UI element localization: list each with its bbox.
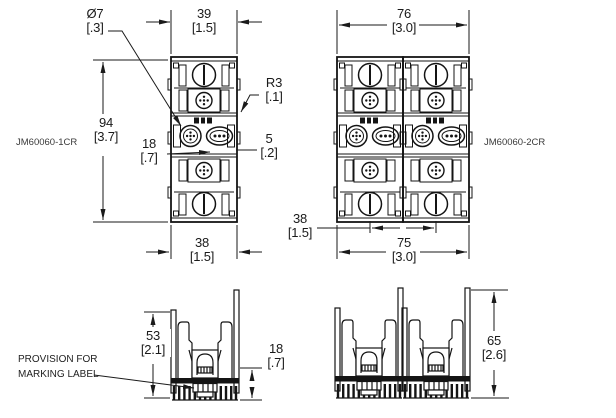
dim-v4-overall-height-label: 65 [2.6] (476, 334, 512, 362)
marking-label-note: PROVISION FOR MARKING LABEL (18, 354, 99, 380)
dimline-v3-base-height (240, 367, 262, 401)
leader-v1-hole-diameter (108, 30, 182, 127)
dim-v2-pole-spacing-label: 38 [1.5] (287, 211, 313, 240)
side-view-2pole (333, 286, 472, 400)
dimline-v2-pole-spacing (317, 221, 437, 233)
dimline-v2-bottom-width (336, 225, 470, 259)
part-label-1pole: JM60060-1CR (16, 137, 78, 148)
part-label-2pole: JM60060-2CR (484, 137, 546, 148)
dimline-v2-top-width (336, 10, 470, 54)
dim-v1-terminal-label: 18 [.7] (140, 136, 158, 165)
leader-v1-terminal (166, 150, 211, 156)
dimline-v1-top-width (146, 10, 262, 54)
dim-v3-wall-height-label: 53 [2.1] (135, 329, 171, 357)
dim-v1-bottom-width-label: 38 [1.5] (189, 235, 215, 264)
dim-v1-height-label: 94 [3.7] (86, 116, 126, 144)
dim-v2-top-width-label: 76 [3.0] (391, 6, 417, 35)
leader-v3-note (93, 374, 195, 390)
leader-v1-radius (240, 94, 259, 113)
dim-v2-bottom-width-label: 75 [3.0] (391, 235, 417, 264)
dim-v1-gap-label: 5 [.2] (260, 131, 278, 160)
dimline-v1-height (93, 59, 168, 223)
dimline-v1-bottom-width (146, 225, 262, 259)
dim-v1-radius-label: R3 [.1] (265, 75, 283, 104)
dim-v1-hole-diameter-label: Ø7 [.3] (86, 6, 104, 35)
dim-v1-top-width-label: 39 [1.5] (191, 6, 217, 35)
dimline-v4-overall-height (471, 289, 509, 399)
dim-v3-base-height-label: 18 [.7] (267, 341, 285, 370)
dimline-v3-wall-height (144, 311, 170, 399)
front-view-2pole (333, 56, 473, 223)
side-view-1pole (169, 288, 241, 402)
front-view-1pole (167, 56, 241, 223)
